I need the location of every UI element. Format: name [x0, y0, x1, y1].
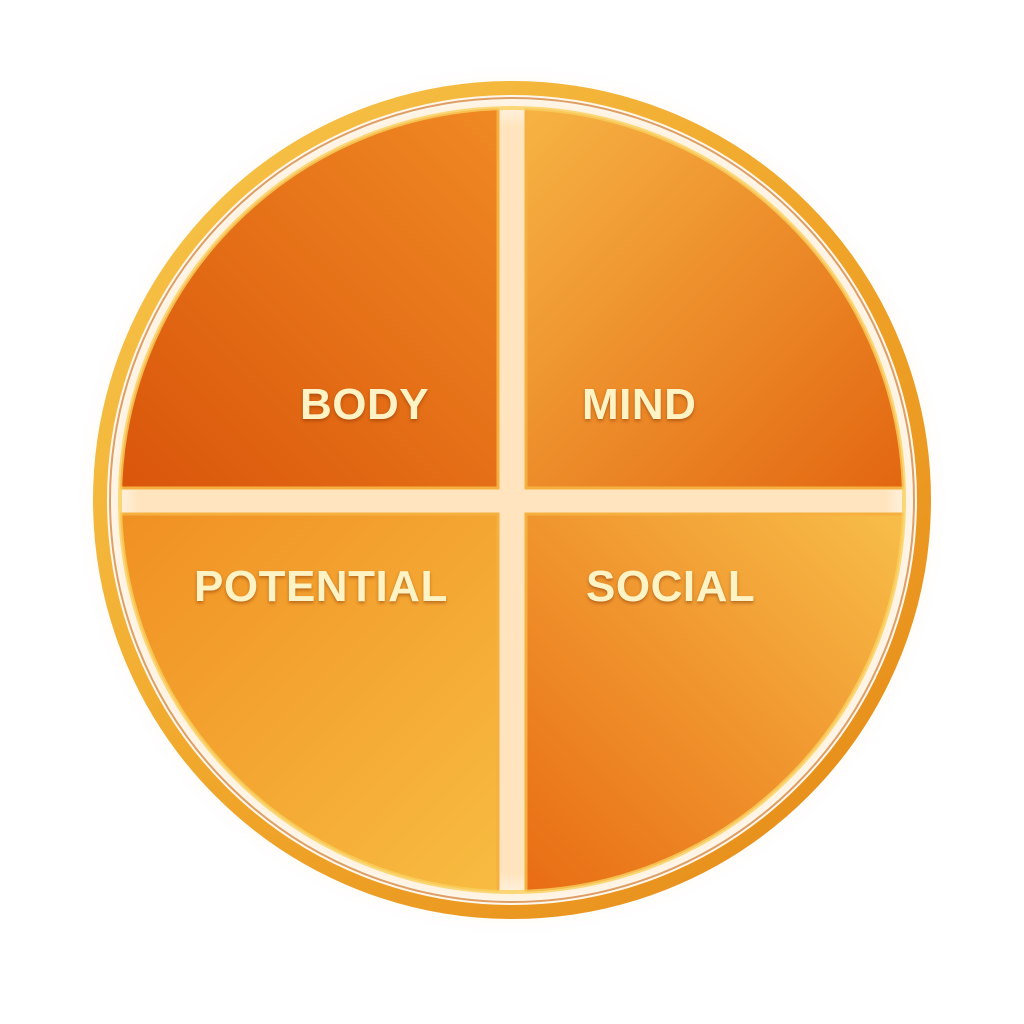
label-mind: MIND [582, 380, 697, 429]
label-body: BODY [300, 380, 430, 429]
label-potential: POTENTIAL [194, 562, 448, 611]
label-social: SOCIAL [586, 562, 756, 611]
outer-ring [93, 81, 931, 919]
outer-glow [72, 60, 952, 940]
